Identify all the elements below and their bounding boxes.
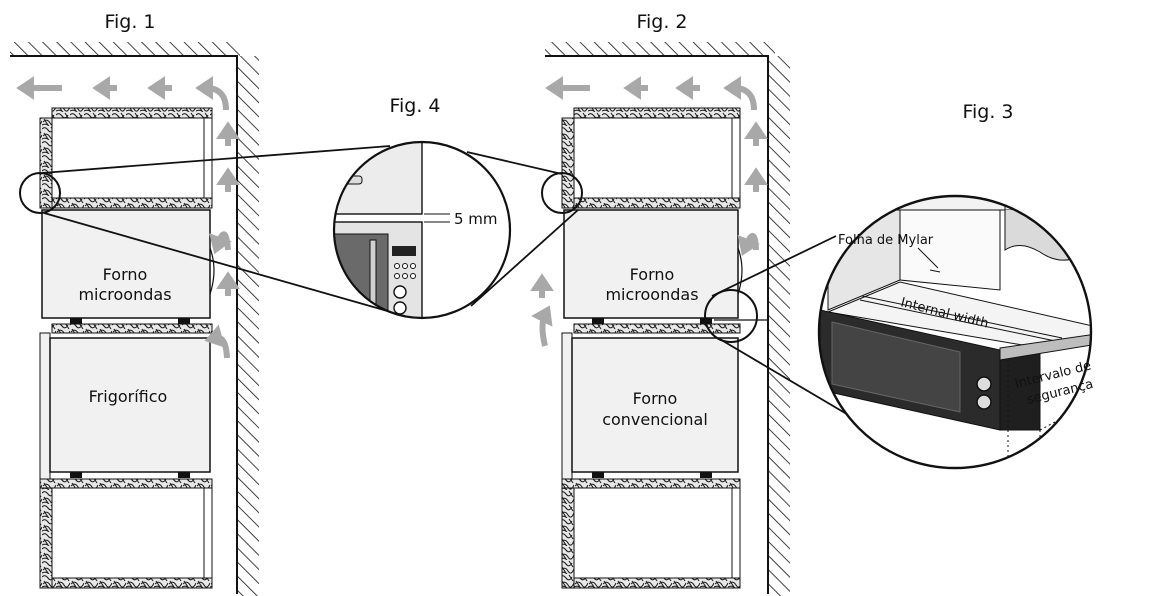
fig2-cabinet-top [561, 107, 741, 209]
fig3-title: Fig. 3 [962, 101, 1013, 123]
fig4-title: Fig. 4 [389, 95, 440, 117]
fig2-oven-label-2: convencional [602, 410, 708, 429]
fig2-airflow-arrows [530, 76, 768, 347]
fig3-connectors [711, 235, 868, 427]
fig2-oven: Forno convencional [561, 332, 739, 480]
fig1-wall [237, 56, 259, 596]
figure-2: Fig. 2 Forno microondas Forno convencion… [530, 11, 790, 596]
fig2-microwave: Forno microondas [563, 209, 743, 324]
fig2-title: Fig. 2 [636, 11, 687, 33]
fig1-detail-circle [19, 172, 61, 214]
fig2-shelf-1 [573, 323, 741, 334]
fig1-microwave-label-1: Forno [103, 265, 148, 284]
figure-3: Fig. 3 [817, 101, 1095, 470]
fig2-microwave-label-2: microondas [605, 285, 698, 304]
fig1-ceiling [10, 42, 240, 56]
fig1-shelf-2 [39, 478, 213, 489]
fig2-wall [768, 56, 790, 596]
fig1-shelf-1 [51, 323, 213, 334]
fig1-cabinet-top [39, 107, 213, 209]
fig1-title: Fig. 1 [104, 11, 155, 33]
fig1-cabinet-bottom [39, 487, 213, 589]
fig2-detail-circle-mylar [704, 289, 758, 343]
fig2-cabinet-bottom [561, 487, 741, 589]
fig2-detail-circle-gap [541, 172, 583, 214]
fig2-ceiling [545, 42, 775, 56]
fig4-gap-label: 5 mm [454, 210, 498, 228]
fig1-microwave-label-2: microondas [78, 285, 171, 304]
figure-1: Fig. 1 Forno microondas [10, 11, 259, 596]
fig4-connectors [41, 145, 579, 315]
fig1-airflow-arrows [16, 76, 240, 359]
fig1-fridge-label: Frigorífico [89, 387, 168, 406]
fig2-oven-label-1: Forno [633, 389, 678, 408]
fig2-microwave-label-1: Forno [630, 265, 675, 284]
fig1-fridge: Frigorífico [39, 332, 211, 480]
fig1-microwave: Forno microondas [41, 209, 215, 324]
fig2-shelf-2 [561, 478, 741, 489]
fig3-mylar-label: Folha de Mylar [838, 233, 934, 248]
